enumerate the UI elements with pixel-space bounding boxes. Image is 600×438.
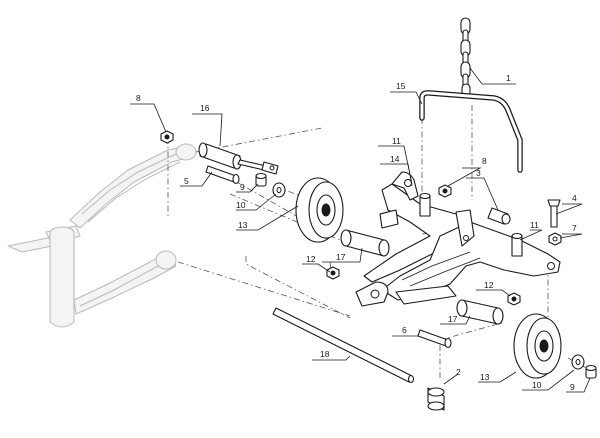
ghost-upper-pivot: [175, 143, 197, 161]
bracket-boss: [455, 209, 475, 247]
callout-17-right: 17: [448, 314, 458, 324]
ghost-lower-arm: [73, 251, 177, 315]
callout-6: 6: [402, 325, 407, 335]
part-nut-12-left: [326, 266, 340, 280]
part-nut-8-bracket: [438, 184, 452, 198]
callout-2: 2: [456, 367, 461, 377]
ghost-lower-pivot: [155, 250, 177, 270]
callout-labels: 1 2 3 4 5 6 7 8 8 9 9 10 10 11 11 12 12 …: [136, 73, 577, 392]
part-nut-7: [548, 232, 562, 246]
part-bolt-3: [487, 207, 511, 225]
ghost-lower-arm-rib: [79, 265, 159, 307]
callout-11-left: 11: [392, 136, 401, 146]
callout-9-right: 9: [570, 382, 575, 392]
callout-13-lower: 13: [480, 372, 490, 382]
callout-13-upper: 13: [238, 220, 248, 230]
part-spacer-17-left: [340, 229, 390, 257]
callout-16: 16: [200, 103, 210, 113]
callout-10-left: 10: [236, 200, 246, 210]
part-bolt-4: [547, 199, 561, 228]
callout-12-right: 12: [484, 280, 494, 290]
callout-8-bracket: 8: [482, 156, 487, 166]
callout-9-left: 9: [240, 182, 245, 192]
callout-8-upper: 8: [136, 93, 141, 103]
bracket-arm: [363, 183, 471, 283]
bracket-tab: [379, 209, 399, 229]
leader-lines: [130, 67, 591, 393]
part-axle-rod: [272, 307, 415, 384]
callout-12-left: 12: [306, 254, 316, 264]
ghost-frame: [7, 143, 197, 328]
part-cap-9-left: [255, 172, 267, 187]
callout-10-right: 10: [532, 380, 542, 390]
part-cap-9-right: [585, 364, 597, 379]
part-washer-10-left: [272, 182, 286, 198]
part-main-bracket: [355, 171, 561, 307]
ghost-upper-arm: [69, 145, 195, 229]
wheel-lower-hub: [539, 339, 549, 353]
part-sleeve: [427, 387, 445, 411]
callout-18: 18: [320, 349, 330, 359]
callout-11-right: 11: [530, 220, 539, 230]
gas-spring-rod: [237, 159, 267, 171]
part-bush-left: [419, 192, 431, 217]
callout-17-left: 17: [336, 252, 346, 262]
ghost-upper-arm-rib2: [87, 161, 181, 223]
part-bolt-5: [205, 165, 240, 185]
callout-5: 5: [184, 176, 189, 186]
part-spacer-17-right: [456, 299, 504, 325]
ghost-upright-tube: [49, 233, 75, 328]
wheel-upper-hub: [321, 203, 331, 217]
part-handle-rod: [419, 90, 523, 173]
bracket-bottom-flange: [395, 285, 457, 305]
callout-1: 1: [506, 73, 511, 83]
part-gas-spring: [198, 142, 279, 175]
part-nut-8-upper: [160, 130, 174, 144]
callout-4: 4: [572, 193, 577, 203]
part-bush-right: [511, 232, 523, 257]
part-chain: [460, 17, 471, 97]
part-bolt-6: [417, 329, 452, 349]
callout-15: 15: [396, 81, 406, 91]
callout-3: 3: [476, 168, 481, 178]
part-washer-10-right: [571, 354, 585, 370]
ghost-upper-arm-rib: [81, 153, 177, 215]
part-wheel-upper: [295, 177, 344, 243]
part-wheel-lower: [513, 313, 562, 379]
callout-7: 7: [572, 223, 577, 233]
part-nut-12-right: [507, 292, 521, 306]
bracket-lug-upper: [391, 171, 419, 201]
callout-14: 14: [390, 154, 400, 164]
